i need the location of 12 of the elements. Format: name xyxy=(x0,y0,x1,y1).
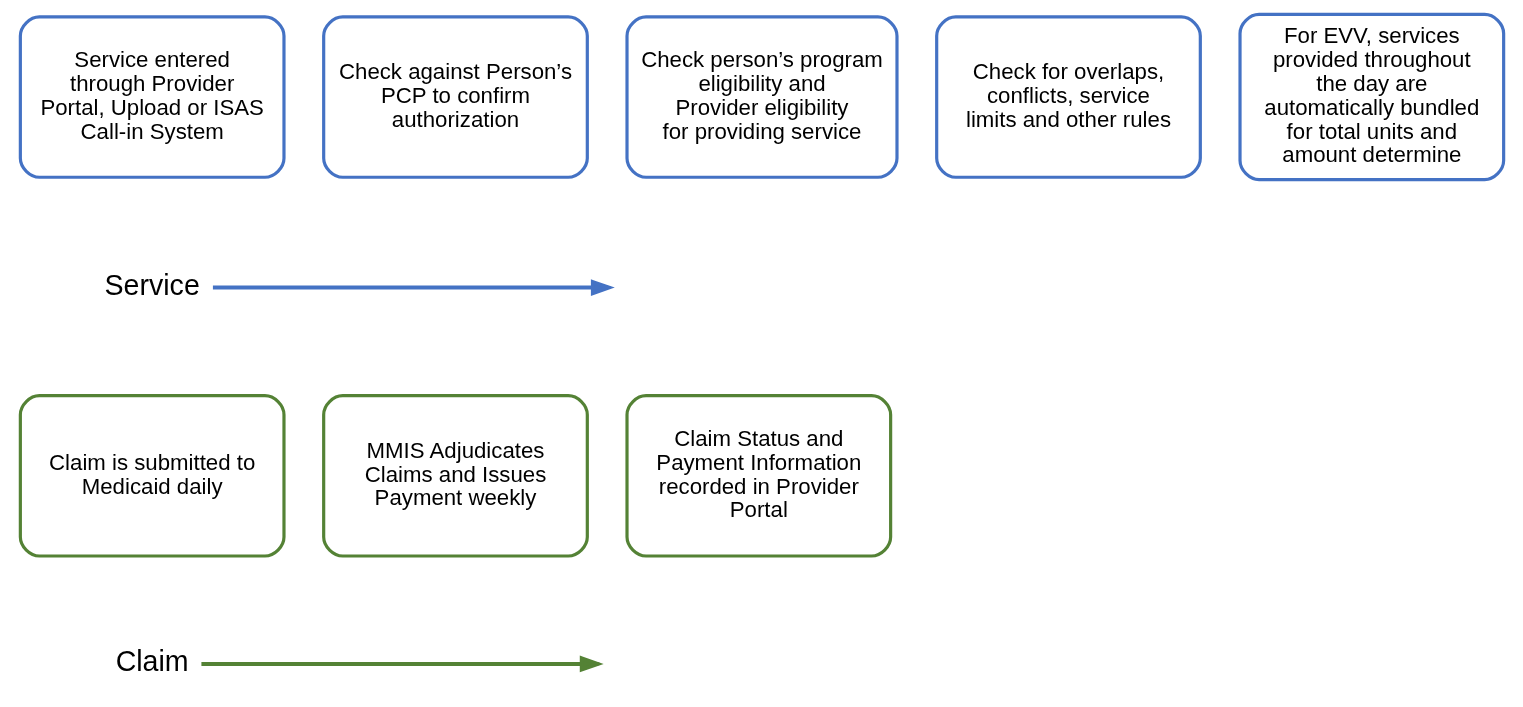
node-box: Check against Person’s PCP to confirm authorization xyxy=(321,15,589,179)
node-box: Claim Status and Payment Information recorded in Provider Portal xyxy=(624,394,892,558)
arrow xyxy=(200,655,604,673)
node-box: For EVV, services provided throughout the day are automatically bundled for total units and amount determine xyxy=(1237,12,1505,182)
node-box: Check person’s program eligibility and Provider eligibility for providing service xyxy=(624,15,899,179)
node-box: MMIS Adjudicates Claims and Issues Payment weekly xyxy=(321,394,589,558)
arrow xyxy=(212,279,615,296)
node-box: Check for overlaps, conflicts, service limits and other rules xyxy=(934,15,1202,179)
node-text: Service xyxy=(104,268,200,301)
node-box: Claim is submitted to Medicaid daily xyxy=(18,394,286,558)
node-box: Service entered through Provider Portal, Upload or ISAS Call-in System xyxy=(18,15,286,179)
node-text: Claim xyxy=(115,644,189,677)
